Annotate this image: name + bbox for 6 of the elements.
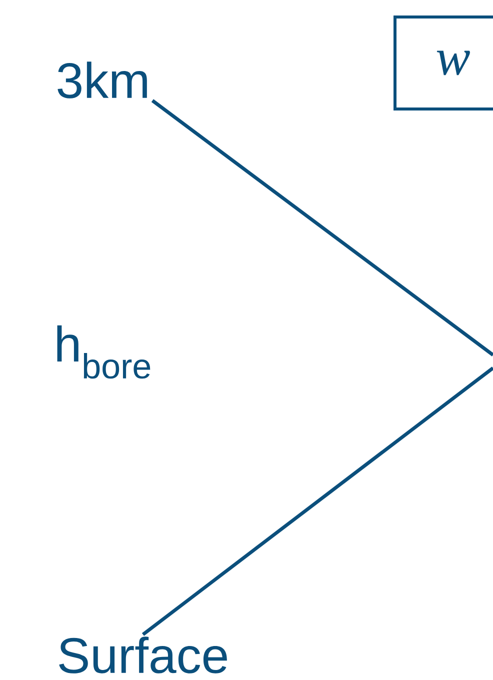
line: [142, 366, 493, 636]
depth-label: h$_{bore}$: [57, 325, 150, 379]
depth-label: Surface: [59, 636, 227, 674]
depth-label: 3km: [58, 62, 147, 98]
variable-box: w: [394, 16, 493, 110]
line: [151, 99, 493, 356]
